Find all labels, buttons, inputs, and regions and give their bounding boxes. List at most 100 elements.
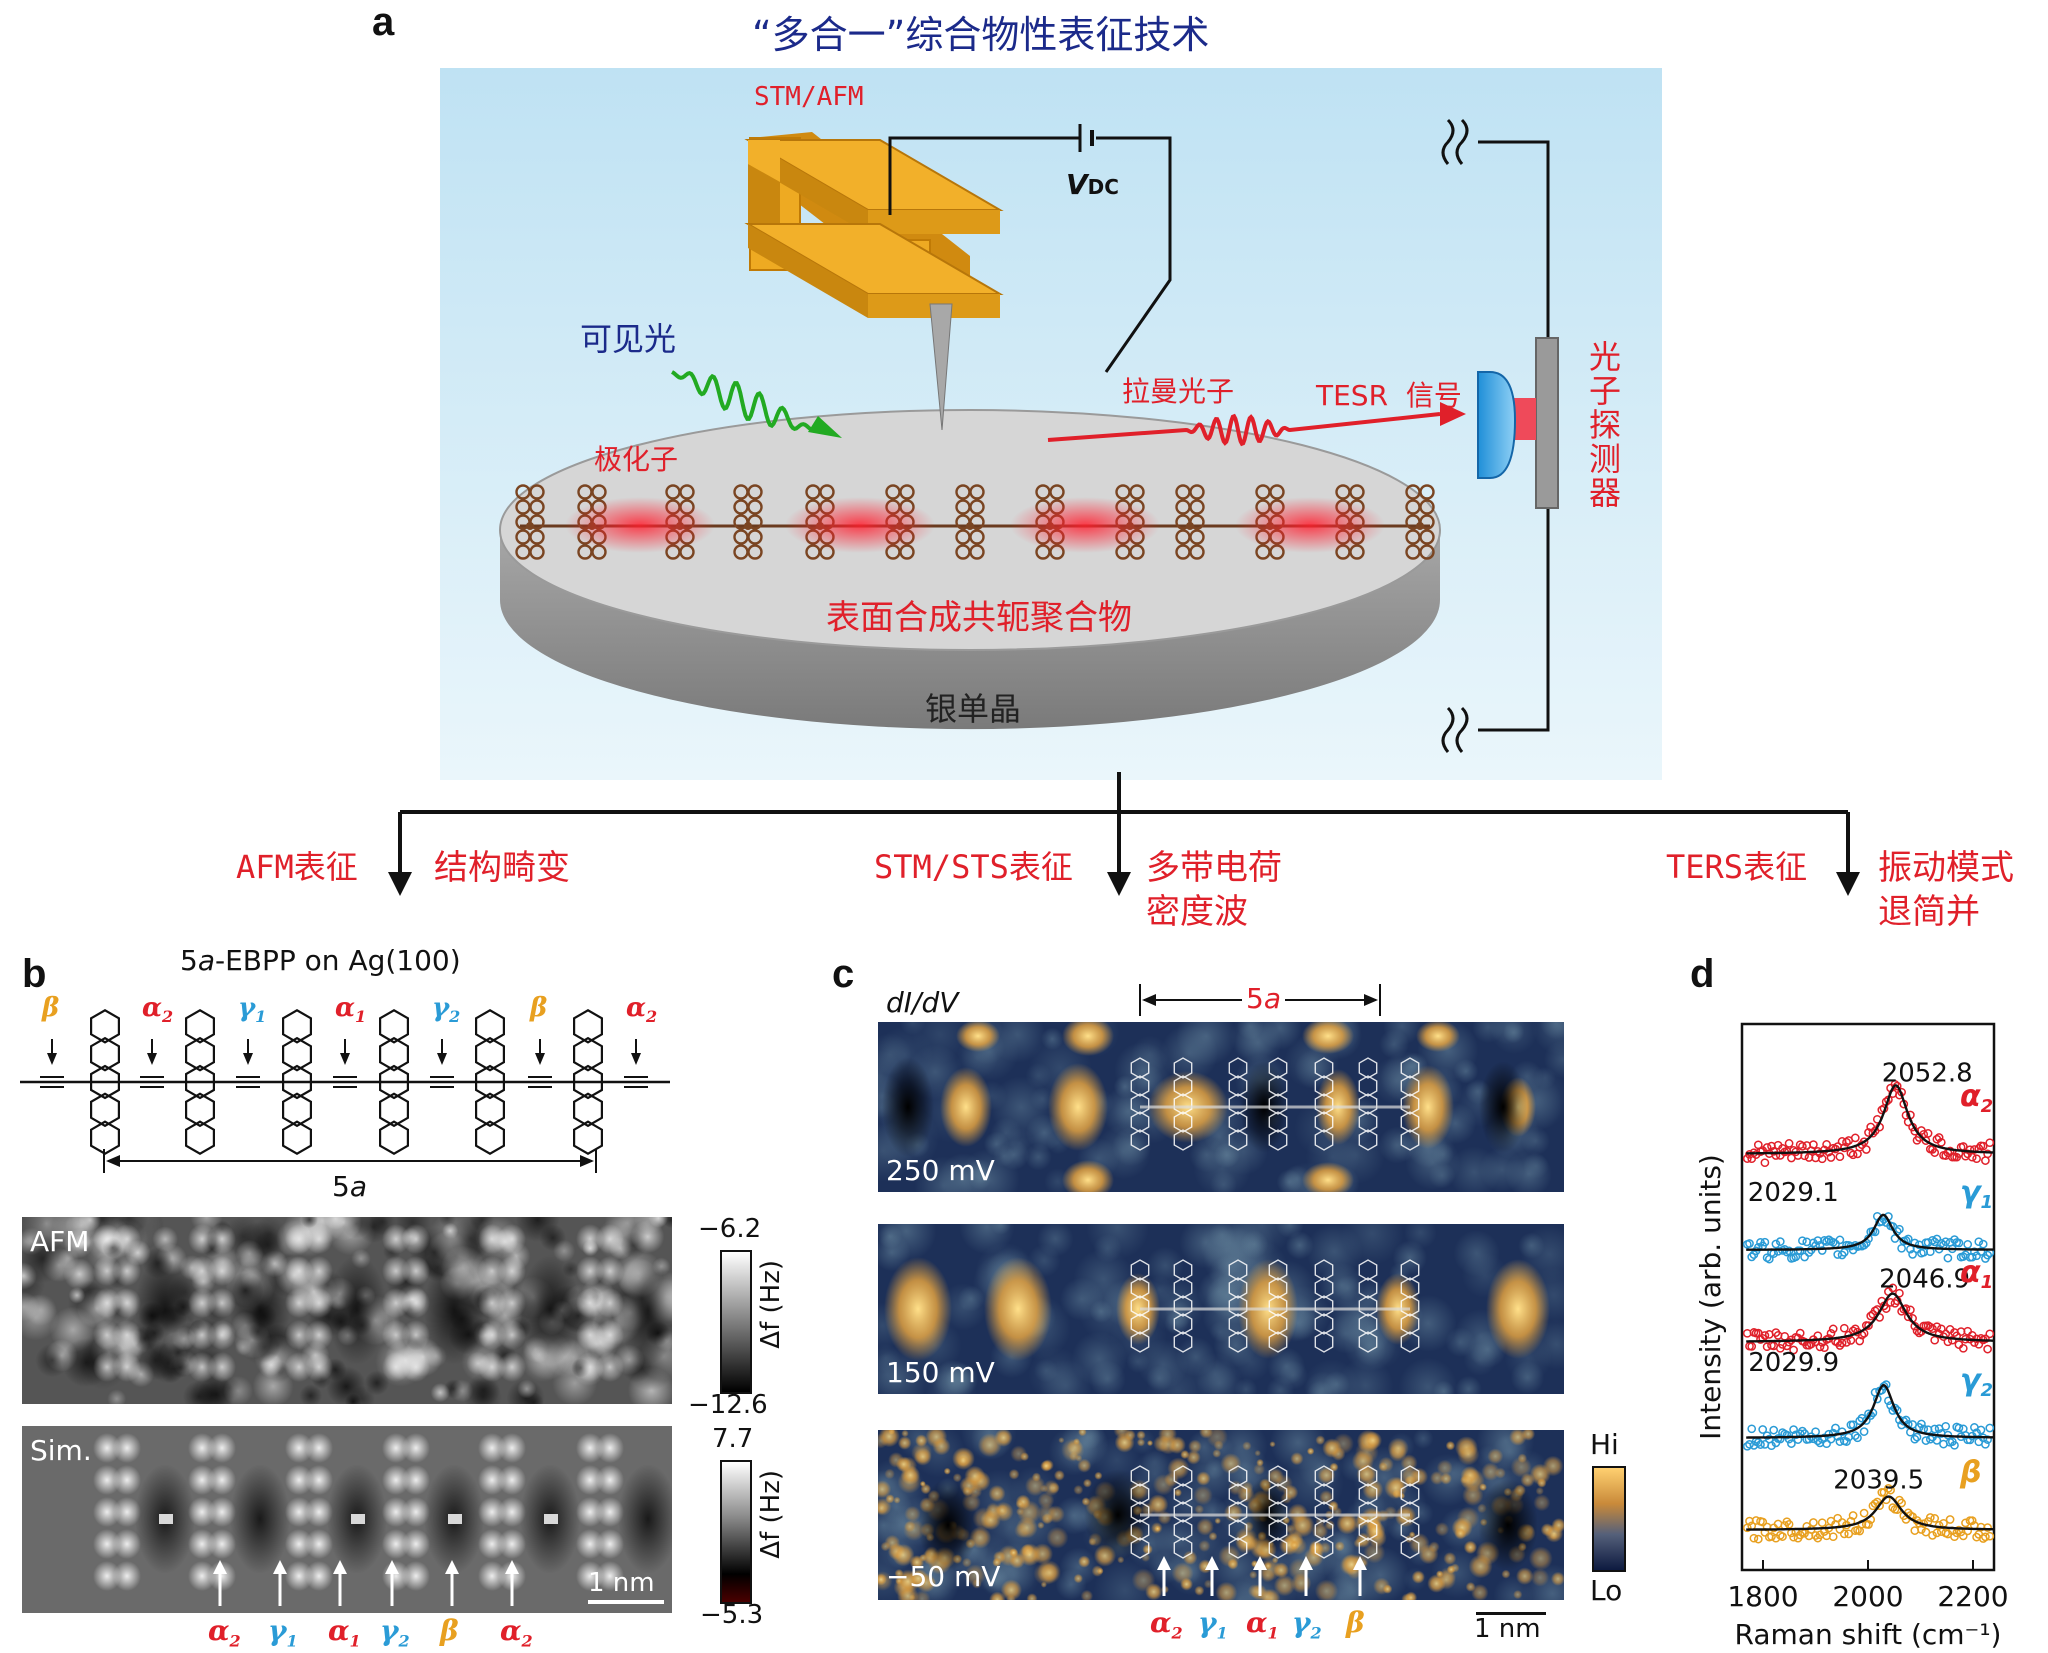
data-point (1978, 1239, 1988, 1249)
data-point (1930, 1514, 1940, 1523)
data-point (1809, 1518, 1818, 1527)
data-point (1758, 1517, 1768, 1527)
data-point (1798, 1141, 1807, 1151)
data-point (1756, 1440, 1765, 1449)
afm-result-label: 结构畸变 (434, 848, 570, 888)
afm-colorbar (720, 1250, 752, 1394)
data-point (1868, 1128, 1878, 1138)
data-point (1822, 1140, 1831, 1149)
data-point (1921, 1436, 1931, 1445)
data-point (1784, 1434, 1794, 1444)
data-point (1936, 1137, 1946, 1147)
x-axis-label: Raman shift (cm⁻¹) (1735, 1618, 2002, 1651)
bond-label-bottom: γ2 (380, 1614, 410, 1651)
bond-label-bottom: α2 (208, 1614, 241, 1651)
data-point (1875, 1501, 1884, 1511)
x-tick-label: 2200 (1937, 1580, 2008, 1613)
period-5a-b-num: 5 (332, 1170, 350, 1203)
data-point (1941, 1421, 1951, 1431)
data-point (1760, 1158, 1770, 1168)
data-point (1945, 1515, 1955, 1524)
data-point (1767, 1532, 1776, 1541)
data-point (1822, 1439, 1831, 1449)
data-point (1745, 1239, 1754, 1248)
data-point (1817, 1518, 1827, 1528)
data-point (1798, 1426, 1807, 1436)
peak-label: 2046.9 (1879, 1265, 1970, 1295)
afm-image (22, 1217, 672, 1404)
data-point (1789, 1345, 1798, 1355)
data-point (1890, 1298, 1900, 1308)
data-point (1895, 1288, 1904, 1298)
data-point (1967, 1252, 1977, 1262)
sts-map-250mv (878, 1022, 1564, 1192)
vdc-label: VDC (1066, 168, 1119, 201)
sts-colorbar (1592, 1466, 1626, 1572)
data-point (1983, 1149, 1992, 1159)
data-point (1848, 1420, 1858, 1430)
data-point (1928, 1324, 1937, 1334)
period-5a-b-it: a (349, 1170, 367, 1203)
data-point (1831, 1423, 1840, 1433)
data-point (1981, 1439, 1990, 1449)
data-point (1963, 1526, 1973, 1536)
data-point (1976, 1247, 1986, 1256)
data-point (1824, 1235, 1834, 1245)
x-tick-label: 1800 (1727, 1580, 1798, 1613)
data-point (1932, 1528, 1942, 1538)
data-point (1815, 1342, 1825, 1352)
data-point (1787, 1439, 1796, 1448)
data-point (1928, 1235, 1937, 1245)
data-point (1747, 1424, 1757, 1434)
fit-curve (1746, 1292, 1993, 1343)
ters-result-line1: 振动模式 (1878, 848, 2014, 888)
peak-label: 2039.5 (1833, 1466, 1924, 1496)
data-point (1985, 1531, 1995, 1541)
data-point (1958, 1531, 1968, 1541)
peak-label: 2029.9 (1748, 1348, 1839, 1378)
polymer-unit (1405, 484, 1435, 560)
sim-image (22, 1426, 672, 1613)
sim-scale-max: 7.7 (712, 1424, 754, 1454)
data-point (1769, 1425, 1779, 1435)
data-point (1850, 1431, 1860, 1440)
x-tick-label: 2000 (1832, 1580, 1903, 1613)
data-point (1890, 1079, 1900, 1089)
bond-label-bottom: α1 (328, 1614, 361, 1651)
data-point (1976, 1425, 1986, 1435)
data-point (1784, 1337, 1794, 1347)
data-point (1864, 1321, 1873, 1330)
tesr-signal-label: TESR 信号 (1316, 379, 1462, 412)
data-point (1941, 1237, 1951, 1247)
data-point (1910, 1434, 1920, 1444)
data-point (1930, 1424, 1940, 1434)
data-point (1906, 1305, 1915, 1315)
data-point (1839, 1529, 1849, 1539)
data-point (1985, 1423, 1995, 1433)
stm-result-line1: 多带电荷 (1146, 848, 1282, 888)
bond-label-top: α2 (626, 993, 658, 1027)
panel-b-title-italic: a (197, 944, 215, 977)
data-point (1859, 1508, 1869, 1518)
data-point (1789, 1425, 1798, 1434)
data-point (1826, 1153, 1836, 1162)
data-point (1923, 1129, 1933, 1138)
stm-result-line2: 密度波 (1146, 892, 1248, 932)
data-point (1857, 1413, 1867, 1423)
bond-label-top: α2 (142, 993, 174, 1027)
visible-light-label: 可见光 (580, 320, 677, 358)
data-point (1753, 1242, 1763, 1252)
series-label: β (1959, 1455, 1981, 1490)
panel-letter-d: d (1690, 952, 1715, 996)
wire-break-marks (1441, 118, 1469, 753)
data-point (1917, 1419, 1926, 1429)
panel-b-title-post: -EBPP on Ag(100) (215, 944, 461, 977)
polymer-unit (515, 484, 545, 560)
panel-a-title: “多合一”综合物性表征技术 (752, 13, 1210, 57)
data-point (1795, 1246, 1805, 1256)
polymer-unit (1175, 484, 1205, 560)
data-point (1950, 1440, 1959, 1450)
sts-scale-hi: Hi (1590, 1428, 1619, 1461)
panel-letter-a: a (372, 0, 395, 44)
data-point (1835, 1152, 1845, 1162)
